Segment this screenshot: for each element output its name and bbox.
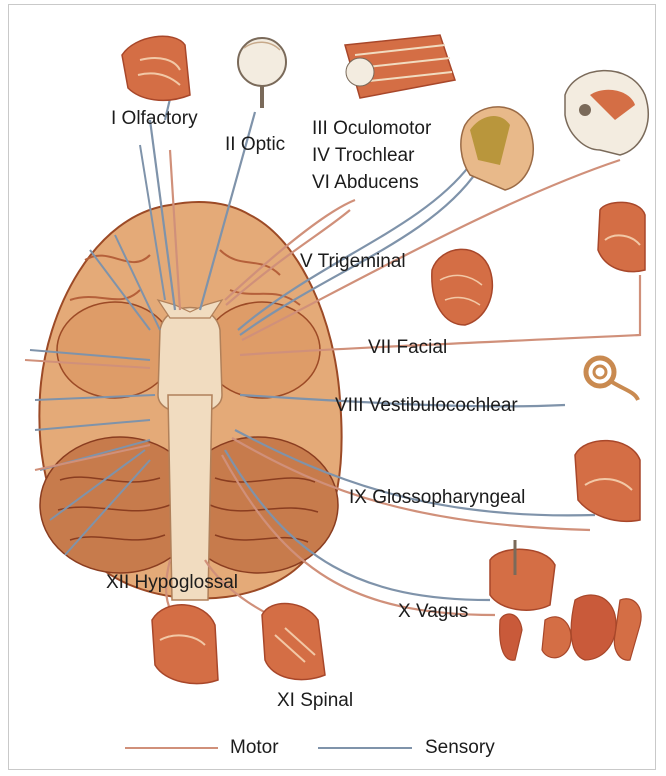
label-trochlear: IV Trochlear [312, 146, 414, 165]
pharynx-illustration [575, 441, 640, 522]
eye-muscles-illustration [345, 35, 455, 98]
eye-illustration [238, 38, 286, 108]
label-spinal: XI Spinal [277, 691, 353, 710]
label-vagus: X Vagus [398, 602, 468, 621]
label-vestibulocochlear: VIII Vestibulocochlear [335, 396, 518, 415]
inner-ear-illustration [586, 358, 638, 400]
label-optic: II Optic [225, 135, 285, 154]
label-abducens: VI Abducens [312, 173, 419, 192]
label-facial: VII Facial [368, 338, 447, 357]
skull-illustration [565, 71, 648, 155]
face-muscles-illustration [432, 249, 493, 325]
label-hypoglossal: XII Hypoglossal [106, 573, 238, 592]
label-glossopharyngeal: IX Glossopharyngeal [349, 488, 525, 507]
neck-spinal-illustration [262, 604, 325, 680]
legend-sensory-label: Sensory [425, 738, 495, 757]
label-olfactory: I Olfactory [111, 109, 198, 128]
neck-hypoglossal-illustration [152, 605, 218, 684]
legend-motor-label: Motor [230, 738, 279, 757]
label-oculomotor: III Oculomotor [312, 119, 431, 138]
viscera-illustration [490, 540, 641, 660]
oral-cavity-illustration [598, 202, 645, 271]
label-trigeminal: V Trigeminal [300, 252, 406, 271]
nasal-cavity-illustration [122, 36, 190, 100]
